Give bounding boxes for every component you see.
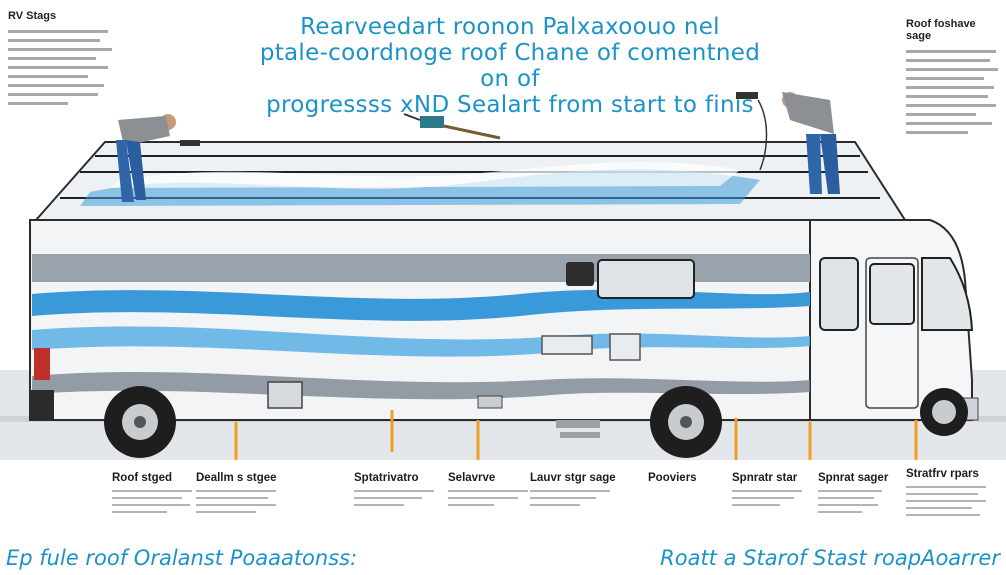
footer-left-caption: Ep fule roof Oralanst Poaaatonss: [6,546,358,570]
stage-label: Stratfrv rpars [906,468,979,480]
worker-right [736,92,840,194]
stage-label: Spnrat sager [818,472,889,484]
stage-sptatrivatro: Sptatrivatro [354,472,434,511]
stage-spnratr-star: Spnratr star [732,472,812,511]
stage-label: Spnratr star [732,472,798,484]
rear-wheel [104,386,176,458]
stage-spnrat-sager: Spnrat sager [818,472,898,518]
middle-wheel [650,386,722,458]
rv-window [597,259,695,299]
roof-tool [403,113,501,140]
stage-markers [234,410,918,460]
top-right-info-block: Roof foshave sage [906,18,1000,140]
main-title-line-1: Rearveedart roonon Palxaxoouo nel [300,14,720,40]
stage-pooviers: Pooviers [648,472,697,484]
stage-label: Pooviers [648,472,697,484]
top-right-title: Roof foshave sage [906,18,976,42]
stage-selavrve: Selavrve [448,472,528,511]
worker-left [116,114,200,202]
main-title-line-2: ptale-coordnoge roof Chane of comentned … [259,40,761,92]
stage-lauvr: Lauvr stgr sage [530,472,616,511]
stage-label: Roof stged [112,472,173,484]
stage-dealm: Deallm s stgee [196,472,277,518]
stage-stratfrv: Stratfrv rpars [906,468,986,521]
stage-label: Selavrve [448,472,496,484]
footer-right-caption: Roatt a Starof Stast roapAoarrer [660,546,1000,570]
stage-label: Deallm s stgee [196,472,277,484]
top-left-title: RV Stags [8,10,57,22]
stage-roof: Roof stged [112,472,192,518]
rv-illustration [0,92,1006,460]
main-title: Rearveedart roonon Palxaxoouo nel ptale-… [250,14,770,118]
stage-label: Lauvr stgr sage [530,472,616,484]
top-left-info-block: RV Stags [8,10,118,111]
main-title-line-3: progressss xND Sealart from start to fin… [266,92,754,118]
stage-label: Sptatrivatro [354,472,419,484]
front-wheel [920,388,968,436]
